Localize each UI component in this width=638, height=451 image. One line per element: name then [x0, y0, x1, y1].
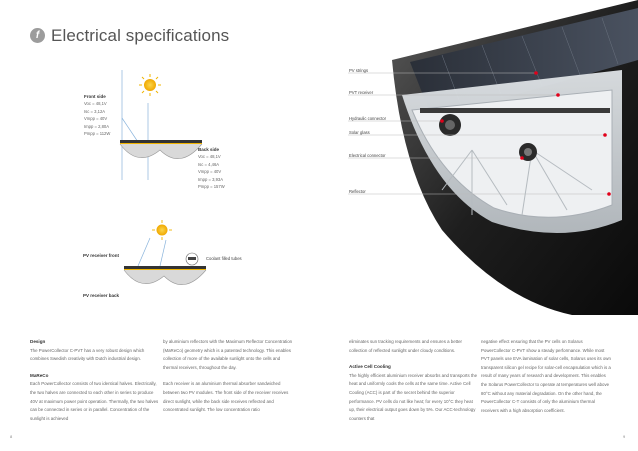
back-spec-impp: Impp = 3,93A [198, 176, 224, 182]
heading-mareco: MaReCo [30, 372, 49, 378]
front-spec-voc: Voc = 48,1V [84, 101, 107, 106]
sun-icon [139, 74, 161, 96]
paragraph-encapsulation: negative effect ensuring that the PV cel… [481, 339, 611, 413]
sun-icon-2 [152, 220, 172, 240]
paragraph-design: The PowerCollector C-PVT has a very robu… [30, 347, 145, 362]
front-spec-impp: Impp = 2,80A [84, 123, 110, 129]
page-number-right: 9 [623, 434, 626, 439]
paragraph-mareco: Each PowerCollector consists of two iden… [30, 381, 159, 421]
powercollector-photo [348, 0, 638, 315]
front-spec-vmpp: Vmpp = 40V [84, 116, 108, 121]
text-column-3: eliminates sun tracking requirements and… [349, 338, 479, 423]
paragraph-cooling: The highly efficient aluminium receiver … [349, 372, 478, 421]
front-spec-pmpp: Pmpp = 112W [84, 131, 111, 136]
back-side-specs: Voc = 48,1V Isc = 4,46A Vmpp = 40V Impp … [198, 153, 225, 191]
back-spec-vmpp: Vmpp = 40V [198, 169, 222, 174]
back-spec-voc: Voc = 48,1V [198, 154, 221, 159]
sun-rays-diagram [119, 70, 203, 180]
pv-receiver-front-label: PV receiver front [83, 253, 120, 258]
callout-hydraulic-connector: Hydraulic connector [349, 116, 387, 121]
paragraph-reflectors: by aluminium reflectors with the Maximum… [163, 339, 293, 370]
receiver-diagram [123, 220, 207, 285]
callout-electrical-connector: Electrical connector [349, 153, 386, 158]
callout-pv-strings: PV strings [349, 68, 369, 73]
back-side-label: Back side [198, 147, 220, 152]
heading-design: Design [30, 339, 46, 344]
text-column-4: negative effect ensuring that the PV cel… [481, 338, 611, 415]
callout-pvt-receiver: PVT receiver [349, 90, 374, 95]
paragraph-receiver: Each receiver is an aluminium thermal ab… [163, 381, 289, 413]
front-spec-isc: Isc = 3,12A [84, 108, 106, 114]
page-number-left: 8 [10, 434, 13, 439]
text-column-1: Design The PowerCollector C-PVT has a ve… [30, 338, 160, 423]
paragraph-tracking: eliminates sun tracking requirements and… [349, 339, 462, 353]
callout-solar-glass: Solar glass [349, 130, 370, 135]
coolant-tubes-callout: Coolant filled tubes [206, 256, 242, 261]
text-column-2: by aluminium reflectors with the Maximum… [163, 338, 293, 415]
back-spec-pmpp: Pmpp = 157W [198, 184, 225, 189]
callout-reflector: Reflector [349, 189, 366, 194]
section-badge-icon: f [30, 28, 45, 43]
heading-active-cell-cooling: Active Cell Cooling [349, 364, 391, 370]
front-side-specs: Voc = 48,1V Isc = 3,12A Vmpp = 40V Impp … [84, 100, 110, 138]
back-spec-isc: Isc = 4,46A [198, 161, 220, 167]
page-title: Electrical specifications [51, 26, 230, 45]
front-side-label: Front side [84, 94, 106, 99]
pv-receiver-back-label: PV receiver back [83, 293, 120, 298]
